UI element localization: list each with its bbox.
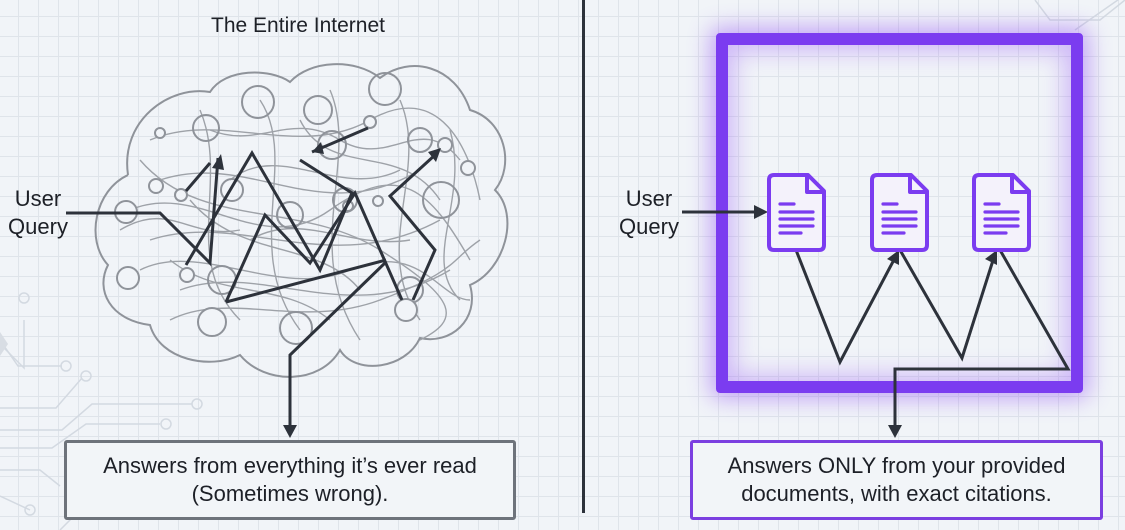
query-line-1: User [14, 186, 62, 211]
document-icon [767, 173, 826, 252]
right-answer-box: Answers ONLY from your provided document… [690, 440, 1103, 520]
query-line-1: User [625, 186, 673, 211]
left-answer-line-2: (Sometimes wrong). [191, 481, 389, 506]
cloud-outline [94, 63, 509, 378]
focused-search-path [682, 210, 1071, 432]
document-icon [972, 173, 1031, 252]
query-line-2: Query [8, 214, 68, 239]
network-nodes [192, 72, 460, 345]
wandering-search-path [66, 126, 437, 432]
left-panel-title: The Entire Internet [211, 14, 385, 37]
document-icon [870, 173, 929, 252]
focused-path-arrowheads [754, 205, 997, 438]
left-answer-line-1: Answers from everything it’s ever read [103, 453, 477, 478]
network-small-nodes [114, 115, 476, 337]
right-user-query-label: User Query [606, 185, 692, 241]
left-answer-box: Answers from everything it’s ever read (… [64, 440, 516, 520]
query-line-2: Query [619, 214, 679, 239]
panel-divider [582, 0, 585, 513]
right-answer-line-1: Answers ONLY from your provided [727, 453, 1066, 478]
left-user-query-label: User Query [2, 185, 74, 241]
right-answer-line-2: documents, with exact citations. [741, 481, 1052, 506]
path-arrowheads [212, 142, 441, 438]
